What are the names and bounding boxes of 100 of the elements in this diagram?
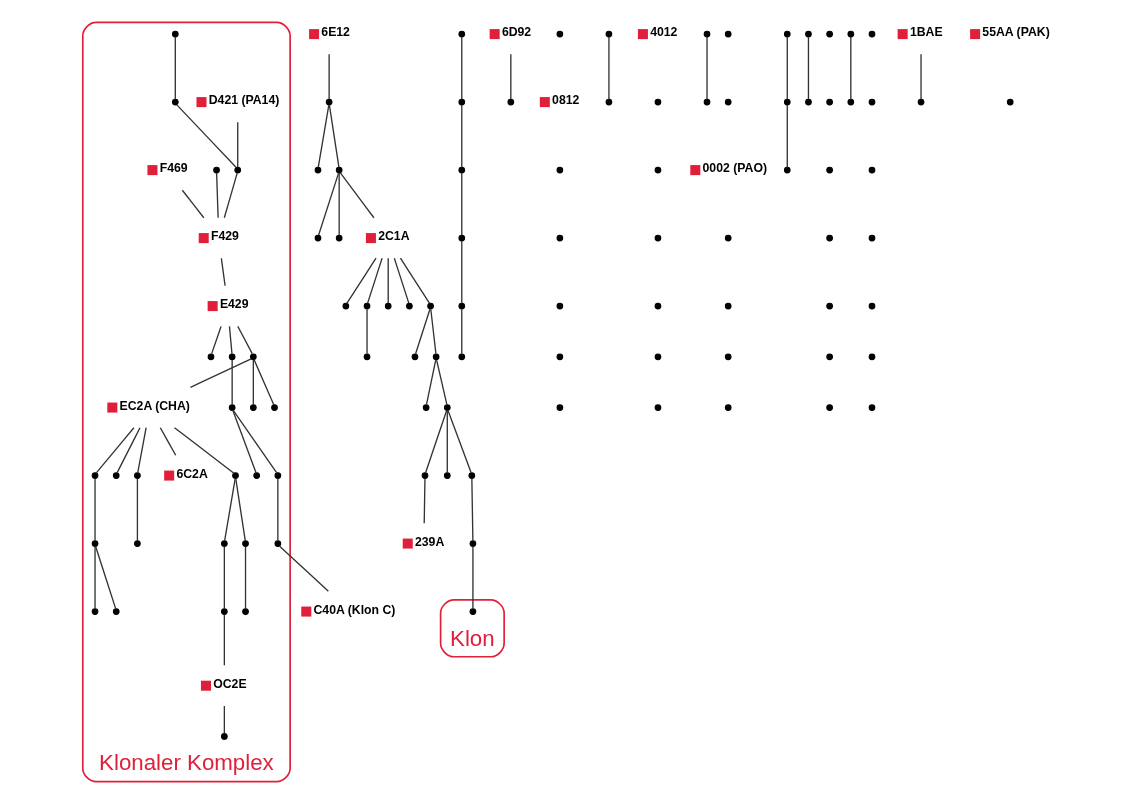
connector [328, 53, 330, 100]
node-circle [458, 30, 466, 37]
connector [423, 477, 426, 524]
node-circle [805, 30, 812, 37]
node-label: 6C2A [176, 466, 208, 481]
node-box [402, 538, 413, 549]
node-circle [384, 302, 392, 309]
connector [807, 35, 810, 100]
node-circle [134, 539, 141, 547]
node-circle [724, 352, 732, 360]
node-circle [724, 302, 732, 309]
node-circle [221, 539, 228, 547]
node-box [489, 28, 500, 39]
node-circle [314, 166, 322, 173]
node-circle [213, 166, 220, 173]
node-circle [826, 30, 833, 37]
node-circle [411, 352, 419, 360]
connector [223, 613, 225, 666]
connector [174, 35, 176, 100]
connector [317, 171, 340, 236]
node-circle [703, 98, 711, 105]
connector [608, 35, 610, 100]
node-label: 0812 [552, 92, 580, 107]
node-circle [556, 30, 564, 37]
node-circle [458, 166, 466, 173]
node-circle [556, 352, 564, 360]
node-label: 4012 [650, 24, 678, 39]
connector [223, 545, 225, 609]
connector [399, 257, 431, 304]
connector [232, 409, 278, 473]
connector [277, 477, 279, 541]
node-circle [868, 234, 876, 241]
connector [471, 477, 474, 541]
connector [136, 477, 139, 541]
connector [414, 308, 431, 354]
node-circle [556, 234, 564, 241]
connector [338, 171, 340, 236]
node-circle [422, 403, 430, 411]
node-circle [171, 98, 179, 105]
node-box [539, 96, 550, 107]
connector [510, 53, 512, 100]
node-circle [783, 166, 791, 173]
node-circle [703, 30, 711, 37]
connector [435, 358, 448, 405]
node-circle [458, 98, 466, 105]
node-circle [917, 98, 925, 105]
node-circle [112, 607, 120, 615]
node-circle [724, 30, 732, 37]
node-box [365, 232, 376, 243]
connector [189, 357, 252, 388]
connector [228, 325, 233, 354]
node-label: 0002 (PAO) [702, 160, 768, 175]
node-box [309, 28, 320, 39]
node-circle [868, 403, 876, 411]
node-circle [443, 403, 451, 411]
node-box [107, 402, 118, 413]
connector [461, 171, 463, 236]
node-box [207, 300, 218, 311]
connector [235, 477, 246, 541]
node-circle [249, 352, 257, 360]
connector [366, 257, 383, 304]
node-circle [826, 166, 833, 173]
connector [447, 409, 472, 473]
node-circle [868, 30, 876, 37]
connector [231, 358, 233, 405]
node-circle [783, 30, 791, 37]
node-circle [421, 471, 429, 479]
node-box [164, 470, 175, 481]
connector [472, 545, 474, 609]
node-circle [207, 352, 215, 360]
node-label: EC2A (CHA) [119, 398, 190, 413]
connector [425, 358, 437, 405]
node-circle [458, 302, 466, 309]
node-circle [826, 352, 833, 360]
node-circle [325, 98, 333, 105]
node-circle [253, 471, 261, 479]
node-circle [826, 234, 833, 241]
node-circle [826, 403, 833, 411]
node-circle [826, 302, 833, 309]
node-circle [605, 98, 613, 105]
connector [215, 171, 219, 218]
connector [94, 545, 96, 609]
connector [424, 409, 448, 473]
connector [387, 257, 389, 304]
node-circle [271, 403, 278, 411]
node-label: 55AA (PAK) [982, 24, 1050, 39]
node-box [196, 96, 207, 107]
node-circle [232, 471, 239, 479]
connector [211, 325, 222, 354]
node-label: D421 (PA14) [208, 92, 280, 107]
node-circle [654, 403, 662, 411]
node-circle [242, 539, 249, 547]
node-circle [1006, 98, 1014, 105]
node-label: C40A (Klon C) [313, 602, 396, 617]
node-circle [868, 302, 876, 309]
connector [95, 426, 135, 474]
connector [181, 189, 205, 218]
node-label: F469 [159, 160, 188, 175]
node-circle [363, 352, 371, 360]
node-circle [847, 98, 855, 105]
